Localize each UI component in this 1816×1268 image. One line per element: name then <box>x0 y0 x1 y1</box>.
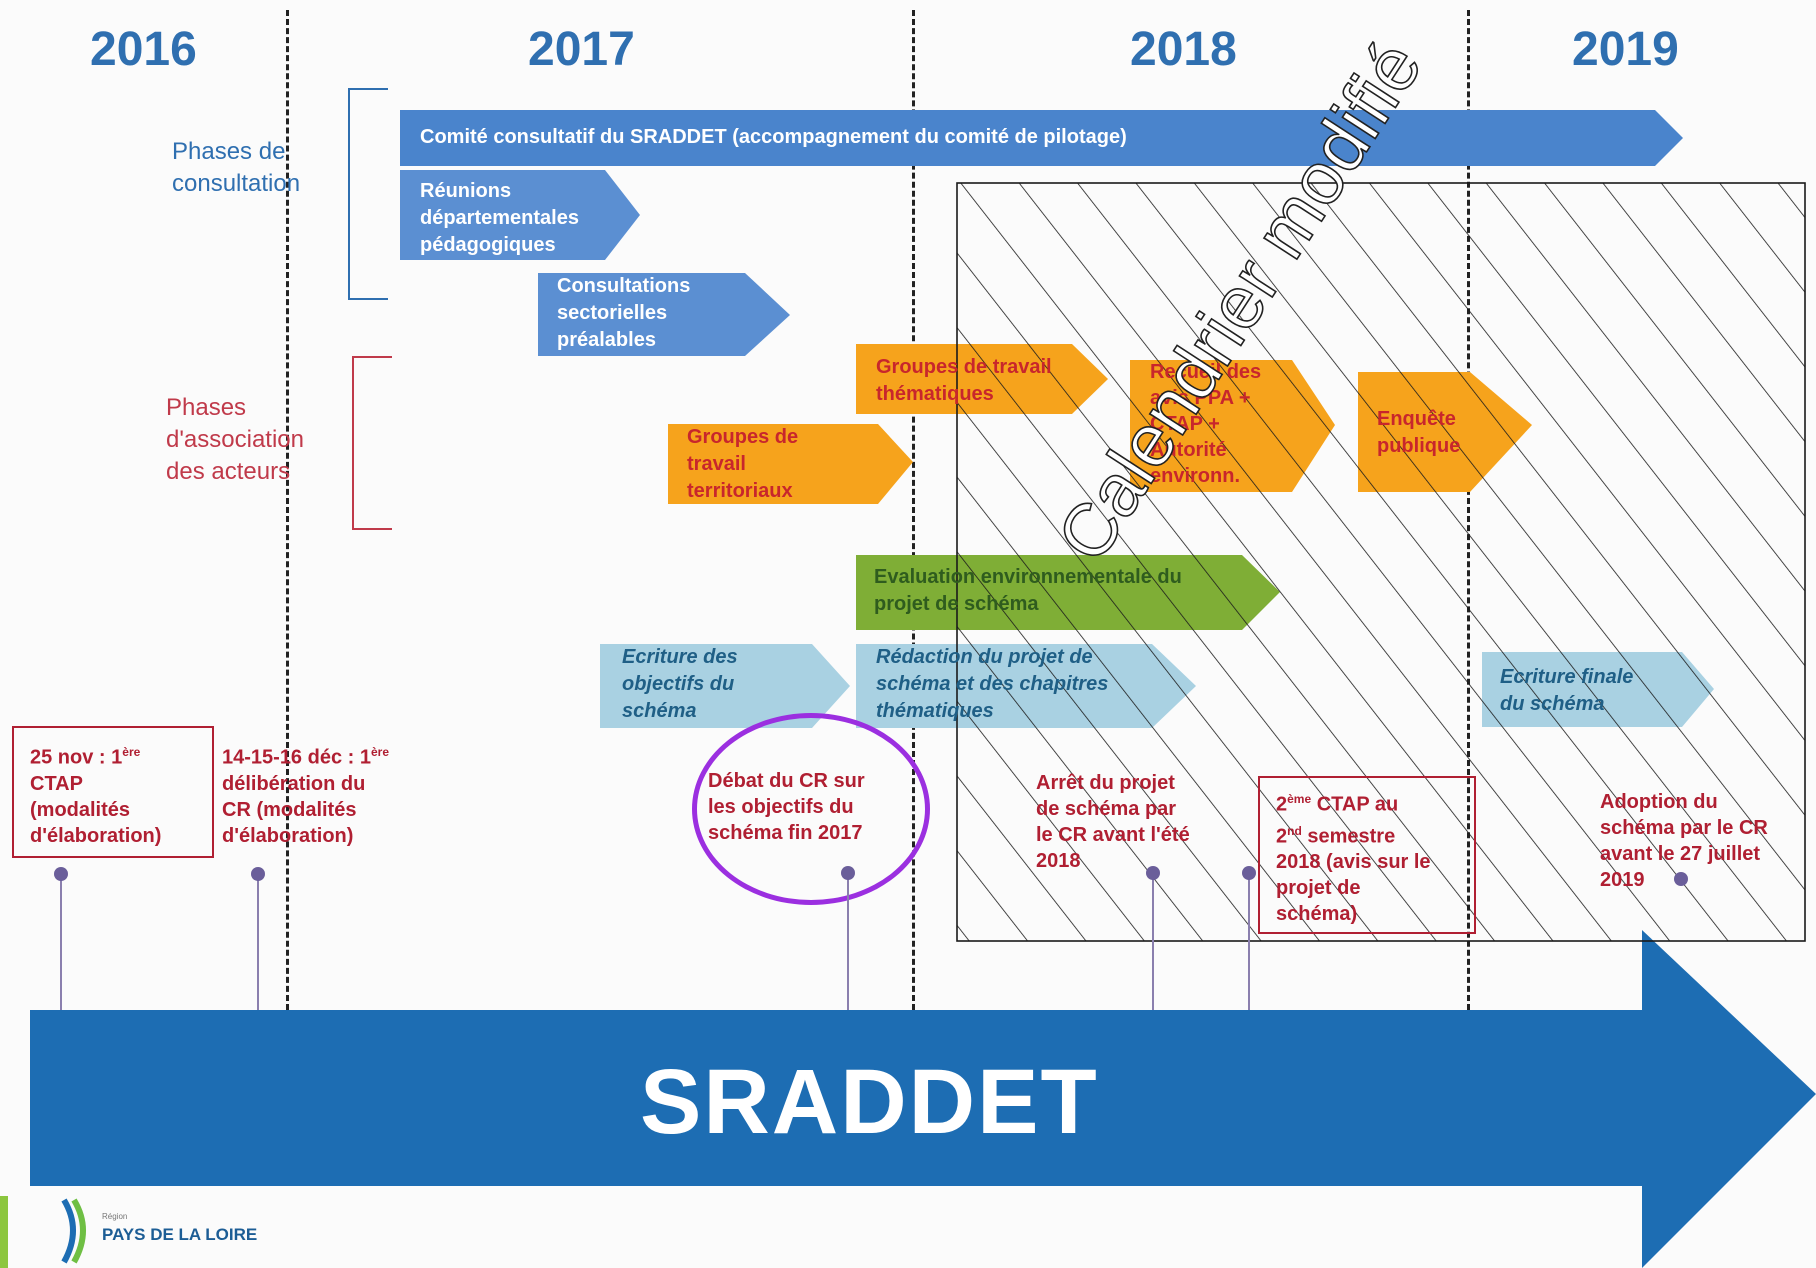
event-deliberation-stem <box>257 873 259 1010</box>
event-debat-cr: Débat du CR sur les objectifs du schéma … <box>708 770 865 844</box>
modified-hatched-area <box>956 182 1806 942</box>
event-arret-projet-dot <box>1146 866 1160 880</box>
bar-consultations <box>538 273 790 356</box>
phase-association-label: Phases d'association des acteurs <box>166 394 304 485</box>
event-ctap-1-dot <box>54 867 68 881</box>
main-sraddet-arrow <box>30 930 1816 1268</box>
event-arret-projet-stem <box>1152 874 1154 1010</box>
event-adoption: Adoption du schéma par le CR avant le 27… <box>1600 791 1768 891</box>
event-debat-cr-stem <box>847 874 849 1010</box>
year-separator-2016-2017 <box>286 10 289 1010</box>
logo-region-label: Région <box>102 1212 128 1221</box>
association-bracket <box>352 356 392 530</box>
logo-mark <box>61 1198 76 1264</box>
year-2017: 2017 <box>528 23 635 76</box>
event-ctap-2-dot <box>1242 866 1256 880</box>
bar-comite-label: Comité consultatif du SRADDET (accompagn… <box>420 126 1127 148</box>
bar-reunions-label: Réunions départementales pédagogiques <box>420 180 579 256</box>
bar-redaction-label: Rédaction du projet de schéma et des cha… <box>876 646 1109 722</box>
bar-ecriture-objectifs <box>600 644 850 728</box>
logo-green-strip <box>0 1196 8 1268</box>
bar-recueil-label: Recueil des avis PPA + CTAP + Autorité e… <box>1150 361 1262 487</box>
event-debat-cr-dot <box>841 866 855 880</box>
event-adoption-dot <box>1674 872 1688 886</box>
bar-enquete-label: Enquête publique <box>1377 408 1461 457</box>
bar-ecriture-objectifs-label: Ecriture des objectifs du schéma <box>622 646 738 722</box>
bar-consultations-label: Consultations sectorielles préalables <box>557 275 691 351</box>
event-ctap-1: 25 nov : 1ère CTAP (modalités d'élaborat… <box>30 745 162 847</box>
year-2016: 2016 <box>90 23 197 76</box>
logo-name: PAYS DE LA LOIRE <box>102 1225 258 1244</box>
debate-highlight-circle <box>692 713 930 905</box>
year-2019: 2019 <box>1572 23 1679 76</box>
event-ctap-1-stem <box>60 873 62 1010</box>
event-deliberation: 14-15-16 déc : 1ère délibération du CR (… <box>222 745 390 847</box>
bar-comite <box>400 110 1683 166</box>
bar-ecriture-finale-label: Ecriture finale du schéma <box>1500 666 1634 715</box>
phase-consultation-label: Phases de consultation <box>172 138 301 197</box>
main-arrow-label: SRADDET <box>640 1051 1099 1153</box>
bar-groupes-territoriaux-label: Groupes de travail territoriaux <box>687 426 799 502</box>
year-separator-2017-2018 <box>912 10 915 1010</box>
bar-reunions <box>400 170 640 260</box>
bar-evaluation-label: Evaluation environnementale du projet de… <box>874 566 1182 615</box>
event-arret-projet: Arrêt du projet de schéma par le CR avan… <box>1036 772 1190 872</box>
bar-groupes-territoriaux <box>668 424 913 504</box>
year-2018: 2018 <box>1130 23 1237 76</box>
event-ctap-2: 2ème CTAP au 2nd semestre 2018 (avis sur… <box>1276 792 1431 926</box>
bar-groupes-thematiques-label: Groupes de travail thématiques <box>876 356 1052 405</box>
consultation-bracket <box>348 88 388 300</box>
event-ctap-1-box <box>12 726 214 858</box>
event-ctap-2-stem <box>1248 878 1250 1010</box>
event-deliberation-dot <box>251 867 265 881</box>
event-ctap-2-box <box>1258 776 1476 934</box>
